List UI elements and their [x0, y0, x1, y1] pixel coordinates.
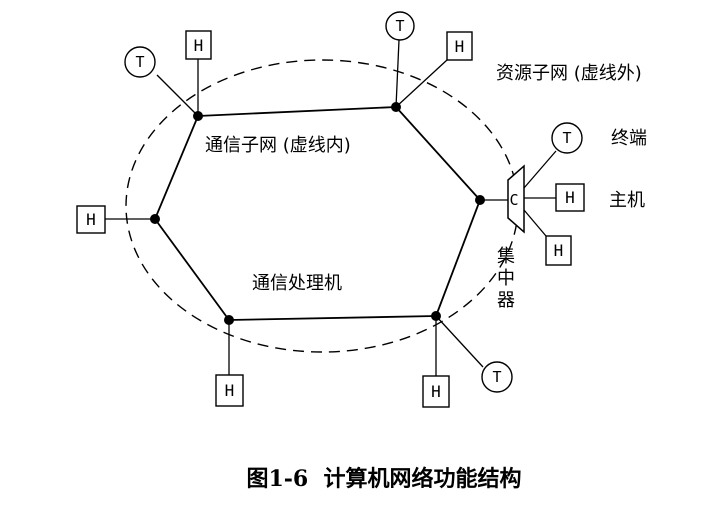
link-bottom: [228, 315, 437, 321]
terminal-label: 终端: [611, 128, 647, 149]
link-bottom-right: [435, 199, 481, 317]
svg-text:H: H: [565, 188, 575, 207]
link-top-left: [154, 115, 199, 220]
svg-text:H: H: [194, 36, 204, 55]
host-box: H: [185, 30, 212, 60]
host-label: 主机: [609, 190, 645, 211]
link-bottom-left: [154, 218, 230, 321]
resource-subnet-label: 资源子网 (虚线外): [496, 63, 642, 84]
node: [431, 311, 441, 321]
node: [224, 315, 234, 325]
terminal-circle: T: [481, 361, 513, 393]
svg-text:T: T: [135, 53, 144, 71]
subnet-boundary: [125, 59, 519, 353]
host-box: H: [422, 375, 450, 408]
svg-text:H: H: [225, 381, 235, 400]
terminal-circle: T: [124, 46, 156, 78]
svg-text:T: T: [492, 368, 501, 386]
host-box: H: [446, 31, 473, 61]
node: [193, 111, 203, 121]
concentrator-label-2: 中: [497, 268, 515, 289]
terminal-circle: T: [551, 122, 583, 154]
figure-caption: 图1-6 计算机网络功能结构: [246, 466, 521, 492]
svg-text:H: H: [86, 210, 96, 229]
access-lines: [105, 39, 557, 376]
communication-processor-label: 通信处理机: [252, 273, 342, 294]
concentrator-symbol: C: [509, 191, 518, 209]
communication-links: [154, 106, 481, 321]
terminal-circle: T: [385, 11, 415, 41]
terminal-circles: T T T T: [124, 11, 583, 393]
concentrator-label-3: 器: [497, 290, 515, 311]
node: [475, 195, 485, 205]
link-top-right: [395, 106, 481, 201]
node: [150, 214, 160, 224]
svg-text:H: H: [554, 241, 564, 260]
host-box: H: [545, 235, 572, 266]
node: [391, 102, 401, 112]
svg-text:T: T: [562, 129, 571, 147]
switching-nodes: [150, 102, 485, 325]
host-boxes: H H H H H H H: [76, 30, 585, 408]
host-box: H: [555, 183, 585, 212]
svg-text:H: H: [431, 382, 441, 401]
communication-subnet-label: 通信子网 (虚线内): [205, 135, 351, 156]
svg-text:H: H: [455, 37, 465, 56]
svg-text:T: T: [395, 17, 404, 35]
host-box: H: [215, 374, 244, 407]
link-top: [197, 106, 397, 117]
concentrator: C: [507, 164, 525, 234]
host-box: H: [76, 205, 106, 234]
concentrator-label-1: 集: [497, 246, 515, 267]
